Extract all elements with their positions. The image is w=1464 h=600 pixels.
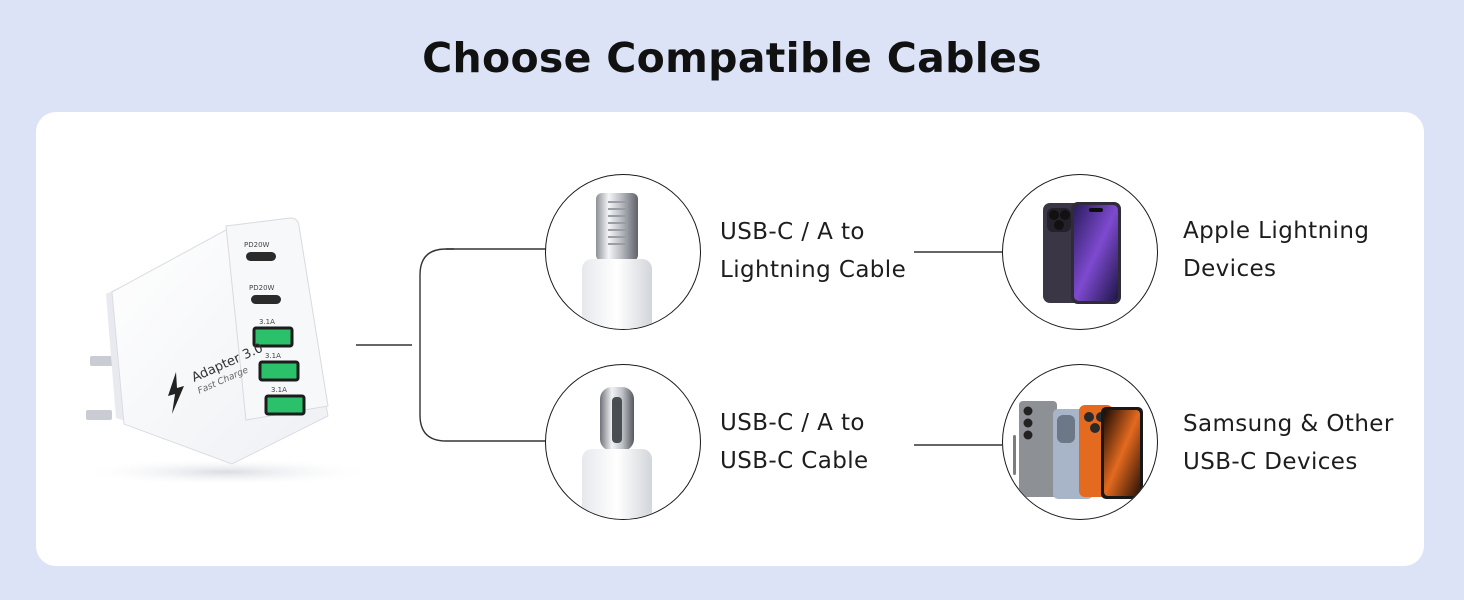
port-label: 3.1A xyxy=(259,318,275,326)
iphone-image xyxy=(1043,202,1121,304)
wall-charger-image: PD20W PD20W 3.1A 3.1A 3.1A Adapter 3.0 F… xyxy=(76,217,376,482)
usbc-port-1 xyxy=(246,252,276,261)
apple-device-circle xyxy=(1002,174,1158,330)
lightning-bolt-icon xyxy=(168,372,184,414)
usbc-devices-label: Samsung & Other USB-C Devices xyxy=(1183,405,1394,481)
label-line: Samsung & Other xyxy=(1183,411,1394,437)
usba-port-1 xyxy=(252,326,294,348)
usbc-cable-label: USB-C / A to USB-C Cable xyxy=(720,404,869,480)
prong-top xyxy=(90,356,116,366)
usbc-cable-circle xyxy=(545,364,701,520)
label-line: Apple Lightning xyxy=(1183,218,1370,244)
label-line: USB-C / A to xyxy=(720,219,865,245)
label-line: Lightning Cable xyxy=(720,257,907,283)
port-label: PD20W xyxy=(249,284,275,292)
page-title: Choose Compatible Cables xyxy=(422,34,1042,82)
branch-connector xyxy=(419,248,546,442)
connector-lines xyxy=(356,248,1002,446)
label-line: USB-C Devices xyxy=(1183,449,1358,475)
label-line: Devices xyxy=(1183,256,1277,282)
usba-port-2 xyxy=(258,360,300,382)
usbc-connector-icon xyxy=(582,387,652,519)
usbc-port-2 xyxy=(251,295,281,304)
label-line: USB-C / A to xyxy=(720,410,865,436)
label-line: USB-C Cable xyxy=(720,448,869,474)
lightning-cable-circle xyxy=(545,174,701,330)
prong-bottom xyxy=(86,410,112,420)
lightning-cable-label: USB-C / A to Lightning Cable xyxy=(720,213,906,289)
android-phones-image xyxy=(1013,401,1143,499)
samsung-device-circle xyxy=(1002,364,1158,520)
usba-port-3 xyxy=(264,394,306,416)
port-label: PD20W xyxy=(244,241,270,249)
port-label: 3.1A xyxy=(271,386,287,394)
content-card: PD20W PD20W 3.1A 3.1A 3.1A Adapter 3.0 F… xyxy=(36,112,1424,566)
lightning-connector-icon xyxy=(582,193,652,329)
apple-devices-label: Apple Lightning Devices xyxy=(1183,212,1369,288)
port-label: 3.1A xyxy=(265,352,281,360)
